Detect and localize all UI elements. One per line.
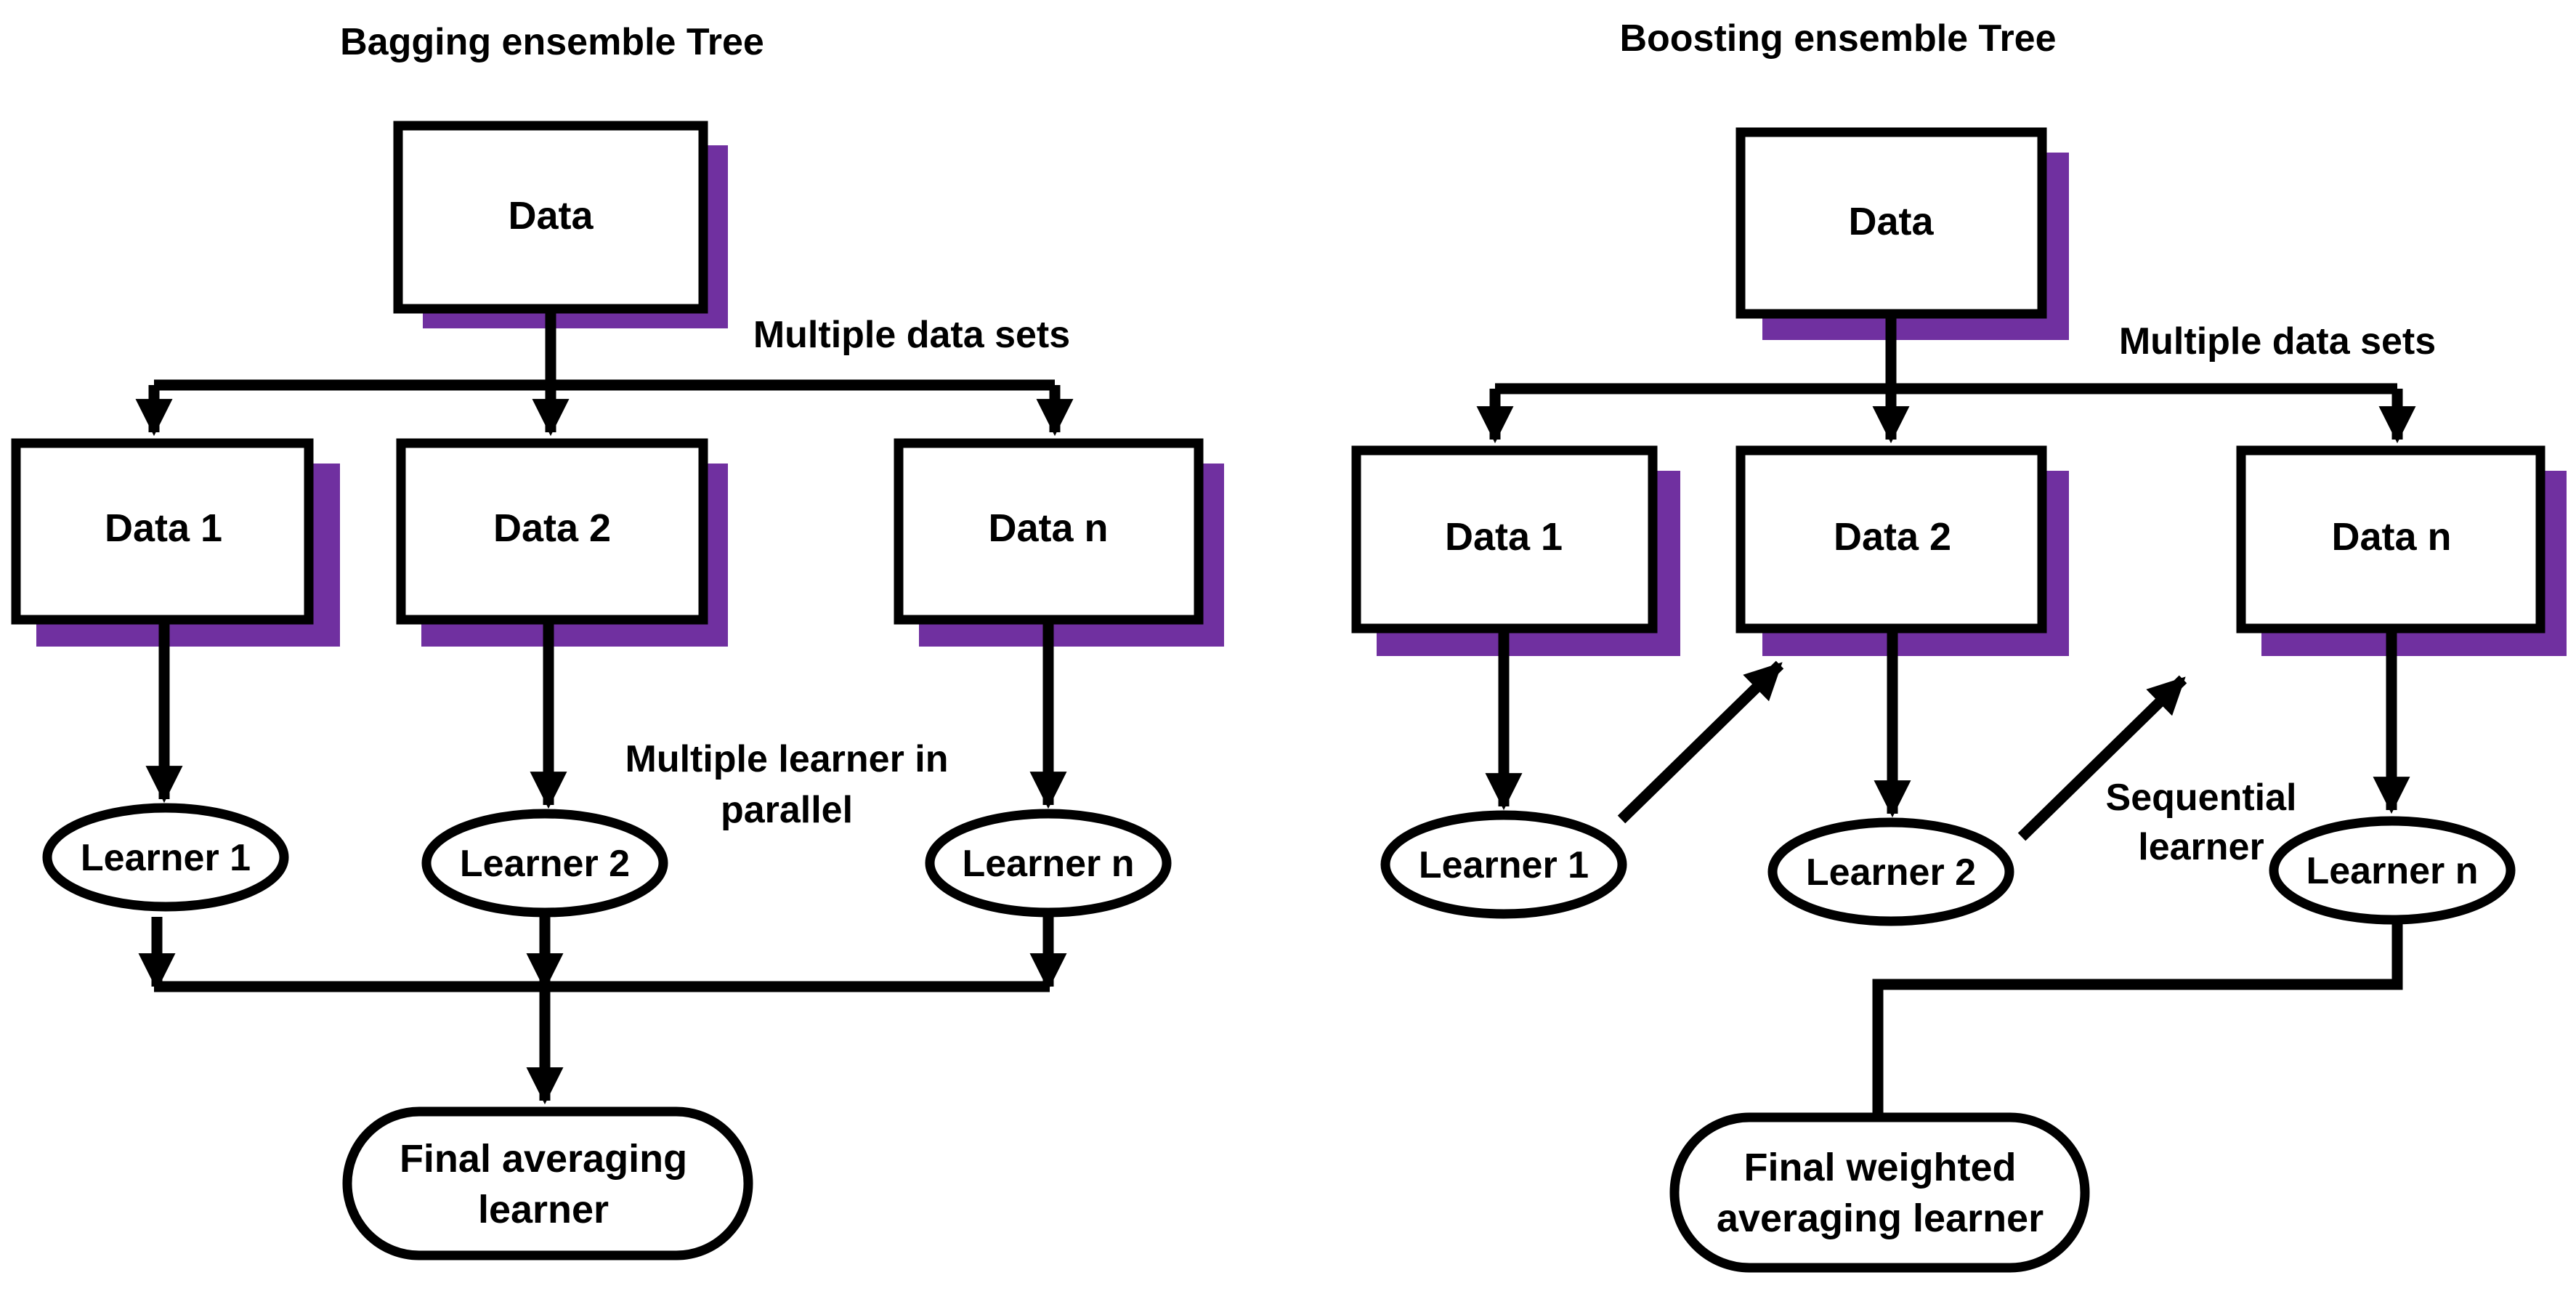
boosting-dataset-1-label: Data 1 xyxy=(1445,515,1563,559)
bagging-dataset-1-label: Data 1 xyxy=(105,506,222,550)
bagging-parallel-label-2: parallel xyxy=(721,789,853,831)
bagging-split-connector xyxy=(135,309,1074,437)
bagging-parallel-label-1: Multiple learner in xyxy=(625,738,949,780)
boosting-learner-2-label: Learner 2 xyxy=(1806,851,1976,894)
boosting-dataset-1: Data 1 xyxy=(1351,445,1680,656)
bagging-learner-1-label: Learner 1 xyxy=(81,837,251,879)
bagging-learner-n-label: Learner n xyxy=(963,843,1135,885)
boosting-seq-arrow-1 xyxy=(1617,660,1784,824)
bagging-final-label-1: Final averaging xyxy=(400,1137,687,1181)
boosting-title: Boosting ensemble Tree xyxy=(1619,17,2056,60)
boosting-split-label: Multiple data sets xyxy=(2119,320,2436,363)
boosting-dataset-n: Data n xyxy=(2236,445,2567,656)
boosting-final-connector xyxy=(1872,921,2403,1119)
bagging-title: Bagging ensemble Tree xyxy=(340,21,764,63)
bagging-final-learner: Final averaging learner xyxy=(342,1106,753,1260)
boosting-learner-1-label: Learner 1 xyxy=(1419,844,1589,886)
boosting-learner-n-label: Learner n xyxy=(2306,850,2479,892)
bagging-root-label: Data xyxy=(508,194,594,238)
boosting-sequential-label-2: learner xyxy=(2138,826,2264,868)
boosting-sequential-arrows xyxy=(1617,660,2187,841)
boosting-dataset-2-label: Data 2 xyxy=(1834,515,1951,559)
boosting-panel: Boosting ensemble Tree Data Multiple dat… xyxy=(1351,17,2567,1273)
bagging-learner-1: Learner 1 xyxy=(42,803,289,912)
bagging-merge-connector xyxy=(138,917,1067,1105)
bagging-learner-2-label: Learner 2 xyxy=(460,843,630,885)
boosting-learner-arrows xyxy=(1485,628,2410,818)
boosting-root-frame xyxy=(1735,127,2047,319)
bagging-dataset-n: Data n xyxy=(894,438,1224,647)
bagging-dataset-1: Data 1 xyxy=(11,438,340,647)
boosting-learner-2: Learner 2 xyxy=(1767,817,2014,926)
bagging-split-label: Multiple data sets xyxy=(753,314,1070,356)
boosting-sequential-label-1: Sequential xyxy=(2106,777,2297,819)
bagging-dataset-2: Data 2 xyxy=(396,438,728,647)
boosting-dataset-n-label: Data n xyxy=(2331,515,2451,559)
bagging-learner-n: Learner n xyxy=(925,809,1172,918)
boosting-final-label-2: averaging learner xyxy=(1717,1197,2044,1240)
boosting-dataset-2: Data 2 xyxy=(1735,445,2069,656)
bagging-panel: Bagging ensemble Tree Data Multiple data… xyxy=(11,21,1224,1260)
boosting-learner-n: Learner n xyxy=(2269,816,2516,925)
boosting-root-label: Data xyxy=(1848,200,1934,243)
boosting-final-learner: Final weighted averaging learner xyxy=(1669,1112,2090,1273)
boosting-split-connector xyxy=(1476,314,2416,444)
bagging-dataset-2-label: Data 2 xyxy=(493,506,611,550)
boosting-root-box: Data xyxy=(1735,127,2069,340)
boosting-final-label-1: Final weighted xyxy=(1743,1146,2016,1189)
boosting-seq-arrow-2 xyxy=(2017,675,2187,841)
bagging-learner-2: Learner 2 xyxy=(421,809,668,918)
bagging-learner-arrows xyxy=(145,620,1067,809)
boosting-learner-1: Learner 1 xyxy=(1380,810,1627,919)
bagging-dataset-n-label: Data n xyxy=(988,506,1108,550)
bagging-final-label-2: learner xyxy=(478,1188,609,1231)
bagging-root-box: Data xyxy=(393,121,728,328)
bagging-root-frame xyxy=(393,121,708,314)
